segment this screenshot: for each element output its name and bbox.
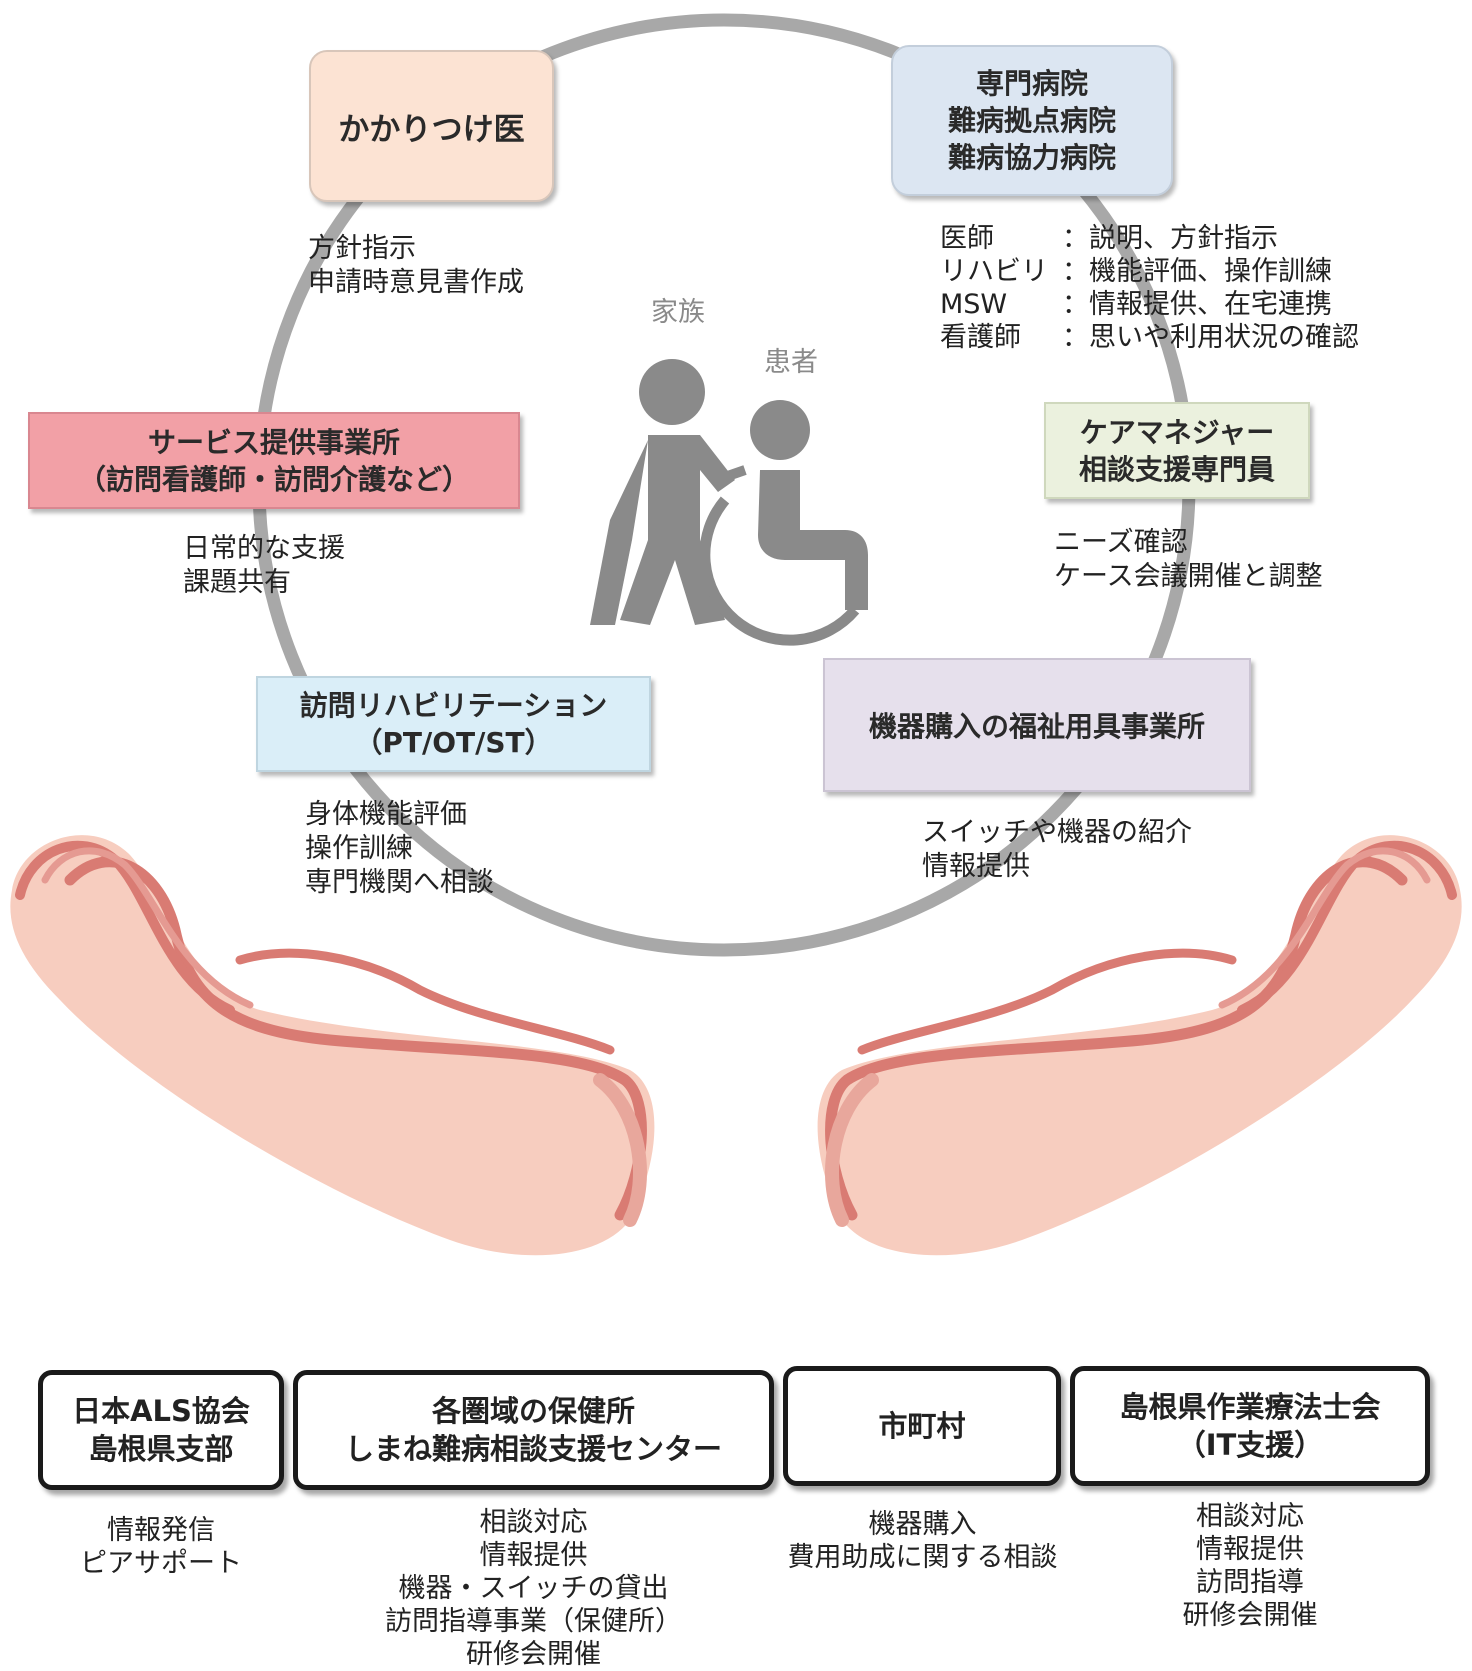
note-line: 方針指示 xyxy=(308,233,416,264)
family-label: 家族 xyxy=(651,297,705,328)
org-notes-ot-association: 相談対応 情報提供 訪問指導 研修会開催 xyxy=(1070,1500,1430,1632)
staff-role: リハビリ xyxy=(940,256,1048,287)
note-line: 身体機能評価 xyxy=(305,799,467,830)
left-hand-illustration xyxy=(10,835,655,1256)
org-note-line: 費用助成に関する相談 xyxy=(787,1542,1058,1573)
staff-duty: ：思いや利用状況の確認 xyxy=(1062,322,1359,353)
staff-row: 医師 ：説明、方針指示 xyxy=(940,222,1359,255)
org-title-line: 島根県支部 xyxy=(88,1432,234,1466)
node-service-notes: 日常的な支援 課題共有 xyxy=(183,532,345,600)
node-clinic-title: かかりつけ医 xyxy=(338,111,525,148)
staff-row: 看護師 ：思いや利用状況の確認 xyxy=(940,321,1359,354)
node-service-title-line: サービス提供事業所 xyxy=(147,425,400,459)
node-caremanager-title-line: ケアマネジャー xyxy=(1079,415,1275,449)
org-title-line: （IT支援） xyxy=(1176,1428,1324,1462)
org-title-line: しまね難病相談支援センター xyxy=(344,1432,722,1466)
org-note-line: 訪問指導 xyxy=(1196,1567,1304,1598)
node-caremanager-title-line: 相談支援専門員 xyxy=(1078,452,1275,486)
node-clinic-notes: 方針指示 申請時意見書作成 xyxy=(308,232,524,300)
node-rehab-title-line: 訪問リハビリテーション xyxy=(299,689,608,722)
node-caremanager-notes: ニーズ確認 ケース会議開催と調整 xyxy=(1054,526,1323,594)
staff-duty: ：情報提供、在宅連携 xyxy=(1062,289,1332,320)
node-caremanager-box: ケアマネジャー 相談支援専門員 xyxy=(1044,402,1310,499)
node-rehab-notes: 身体機能評価 操作訓練 専門機関へ相談 xyxy=(305,798,494,900)
staff-duty: ：説明、方針指示 xyxy=(1062,223,1278,254)
caregiver-wheelchair-icon xyxy=(590,359,868,646)
org-note-line: 相談対応 xyxy=(1196,1501,1304,1532)
note-line: スイッチや機器の紹介 xyxy=(922,817,1192,848)
node-rehab-box: 訪問リハビリテーション （PT/OT/ST） xyxy=(256,676,651,772)
staff-duty: ：機能評価、操作訓練 xyxy=(1062,256,1332,287)
staff-role: 看護師 xyxy=(940,322,1021,353)
note-line: 操作訓練 xyxy=(305,833,413,864)
org-note-line: 情報提供 xyxy=(1196,1534,1304,1565)
org-note-line: ピアサポート xyxy=(80,1548,242,1579)
org-title-line: 日本ALS協会 xyxy=(72,1394,250,1428)
org-note-line: 研修会開催 xyxy=(1182,1600,1318,1631)
note-line: 専門機関へ相談 xyxy=(305,867,494,898)
org-notes-health-center: 相談対応 情報提供 機器・スイッチの貸出 訪問指導事業（保健所） 研修会開催 xyxy=(293,1506,774,1671)
org-title-line: 各圏域の保健所 xyxy=(431,1394,635,1428)
node-service-title-line: （訪問看護師・訪問介護など） xyxy=(77,462,470,496)
org-note-line: 機器・スイッチの貸出 xyxy=(398,1573,669,1604)
staff-row: MSW ：情報提供、在宅連携 xyxy=(940,288,1359,321)
org-box-municipality: 市町村 xyxy=(783,1366,1061,1486)
org-note-line: 研修会開催 xyxy=(466,1639,601,1670)
org-title-line: 島根県作業療法士会 xyxy=(1119,1390,1381,1424)
node-hospital-box: 専門病院 難病拠点病院 難病協力病院 xyxy=(891,45,1173,196)
note-line: 日常的な支援 xyxy=(183,533,345,564)
org-note-line: 相談対応 xyxy=(479,1507,588,1538)
node-welfare-title: 機器購入の福祉用具事業所 xyxy=(868,710,1205,743)
staff-row: リハビリ ：機能評価、操作訓練 xyxy=(940,255,1359,288)
node-hospital-title-line: 難病拠点病院 xyxy=(947,104,1116,137)
note-line: ニーズ確認 xyxy=(1054,527,1188,558)
right-hand-illustration xyxy=(817,835,1462,1256)
node-hospital-title-line: 専門病院 xyxy=(975,67,1088,100)
org-note-line: 情報提供 xyxy=(479,1540,588,1571)
patient-label: 患者 xyxy=(764,347,818,378)
org-note-line: 機器購入 xyxy=(868,1509,977,1540)
staff-role: 医師 xyxy=(940,223,994,254)
org-box-ot-association: 島根県作業療法士会 （IT支援） xyxy=(1070,1366,1430,1486)
org-note-line: 訪問指導事業（保健所） xyxy=(385,1606,682,1637)
note-line: 情報提供 xyxy=(922,851,1030,882)
org-notes-municipality: 機器購入 費用助成に関する相談 xyxy=(770,1508,1075,1574)
org-title-line: 市町村 xyxy=(878,1409,966,1443)
note-line: 課題共有 xyxy=(183,567,291,598)
note-line: ケース会議開催と調整 xyxy=(1054,561,1323,592)
org-box-health-center: 各圏域の保健所 しまね難病相談支援センター xyxy=(293,1370,774,1490)
node-welfare-box: 機器購入の福祉用具事業所 xyxy=(823,658,1251,792)
node-hospital-title-line: 難病協力病院 xyxy=(947,141,1116,174)
node-rehab-title-line: （PT/OT/ST） xyxy=(354,726,553,759)
staff-role: MSW xyxy=(940,289,1008,320)
node-clinic-box: かかりつけ医 xyxy=(309,50,554,202)
org-notes-als: 情報発信 ピアサポート xyxy=(38,1514,284,1580)
node-service-box: サービス提供事業所 （訪問看護師・訪問介護など） xyxy=(28,412,520,509)
org-box-als: 日本ALS協会 島根県支部 xyxy=(38,1370,284,1490)
org-note-line: 情報発信 xyxy=(107,1515,215,1546)
note-line: 申請時意見書作成 xyxy=(308,267,524,298)
hospital-staff-list: 医師：説明、方針指示 リハビリ：機能評価、操作訓練 MSW：情報提供、在宅連携 … xyxy=(940,222,1359,354)
node-welfare-notes: スイッチや機器の紹介 情報提供 xyxy=(922,816,1192,884)
